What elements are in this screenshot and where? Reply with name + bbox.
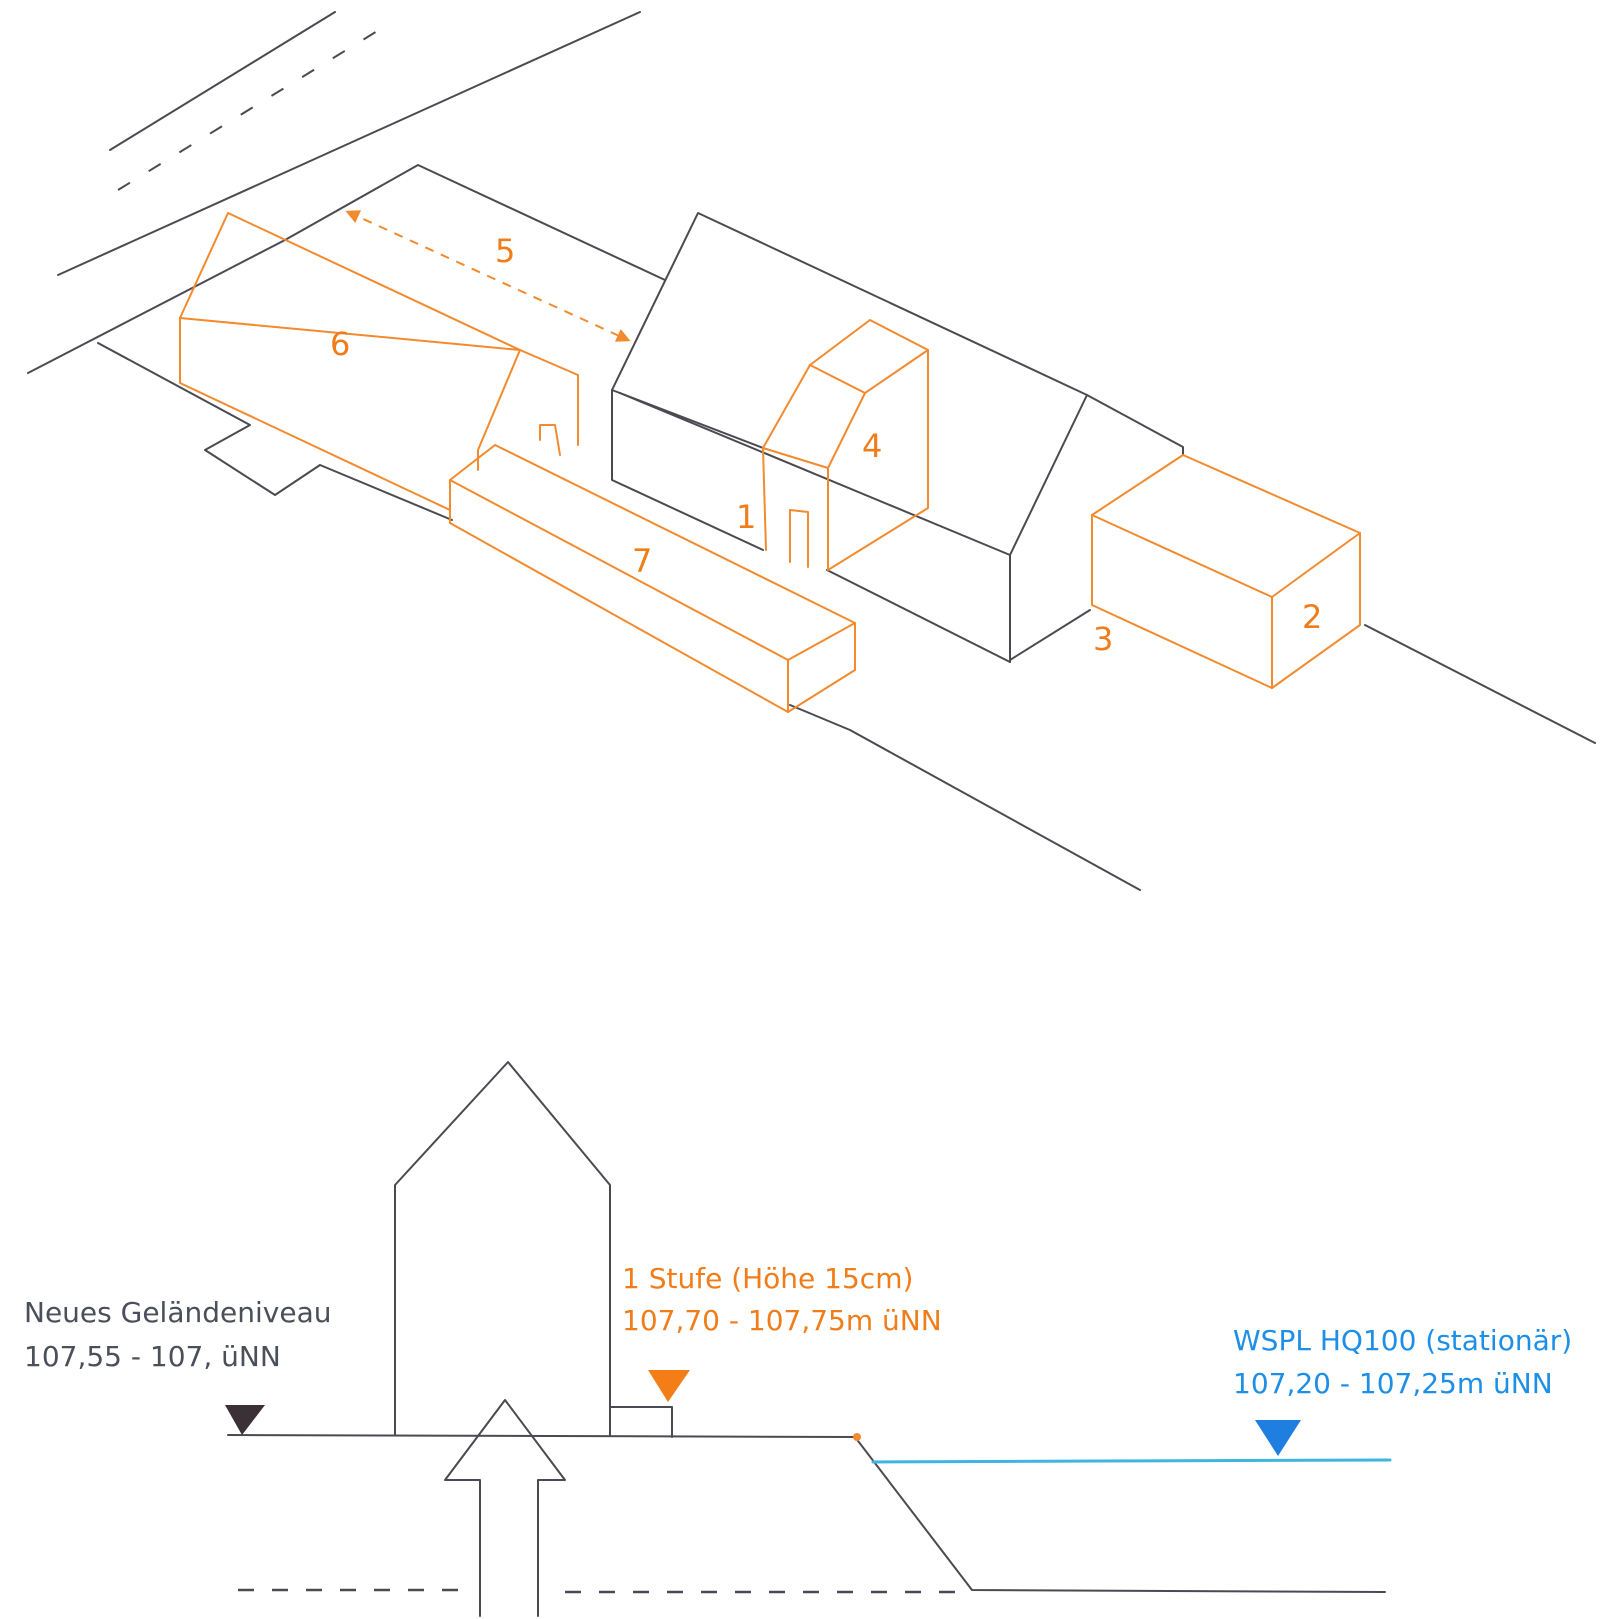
ground-level-marker	[225, 1405, 265, 1435]
section-sketch: Neues Geländeniveau 107,55 - 107, üNN 1 …	[24, 1061, 1572, 1617]
label-number-3: 3	[1093, 620, 1113, 658]
building-7	[449, 444, 856, 713]
bank-edge-dot	[853, 1433, 861, 1441]
building-6	[179, 212, 579, 511]
label-number-1: 1	[736, 498, 756, 536]
label-number-7: 7	[632, 542, 652, 580]
axonometric-sketch: 1 2 3 4 5 6 7	[27, 11, 1596, 891]
section-ground-line	[227, 1434, 1386, 1593]
street	[57, 11, 641, 276]
step-level-marker	[648, 1370, 690, 1402]
building-2	[1091, 454, 1361, 689]
label-number-4: 4	[862, 427, 882, 465]
section-step	[609, 1406, 673, 1438]
building-4	[762, 319, 929, 571]
label-number-6: 6	[330, 325, 350, 363]
section-house	[394, 1061, 611, 1436]
label-number-5: 5	[495, 232, 515, 270]
groundwater-dashed-line	[238, 1588, 965, 1594]
step-label-line1: 1 Stufe (Höhe 15cm)	[622, 1262, 913, 1295]
water-level-label-line2: 107,20 - 107,25m üNN	[1233, 1367, 1553, 1400]
label-number-2: 2	[1302, 598, 1322, 636]
water-level-label-line1: WSPL HQ100 (stationär)	[1233, 1324, 1572, 1357]
step-label-line2: 107,70 - 107,75m üNN	[622, 1304, 942, 1337]
groundwater-arrow	[444, 1399, 566, 1617]
water-level-marker	[1255, 1420, 1301, 1456]
water-level-line	[871, 1458, 1392, 1464]
ground-level-label-line1: Neues Geländeniveau	[24, 1296, 331, 1329]
ground-lines	[27, 164, 1596, 891]
main-house	[611, 212, 1184, 663]
ground-level-label-line2: 107,55 - 107, üNN	[24, 1340, 281, 1373]
distance-arrow-5	[345, 210, 631, 342]
